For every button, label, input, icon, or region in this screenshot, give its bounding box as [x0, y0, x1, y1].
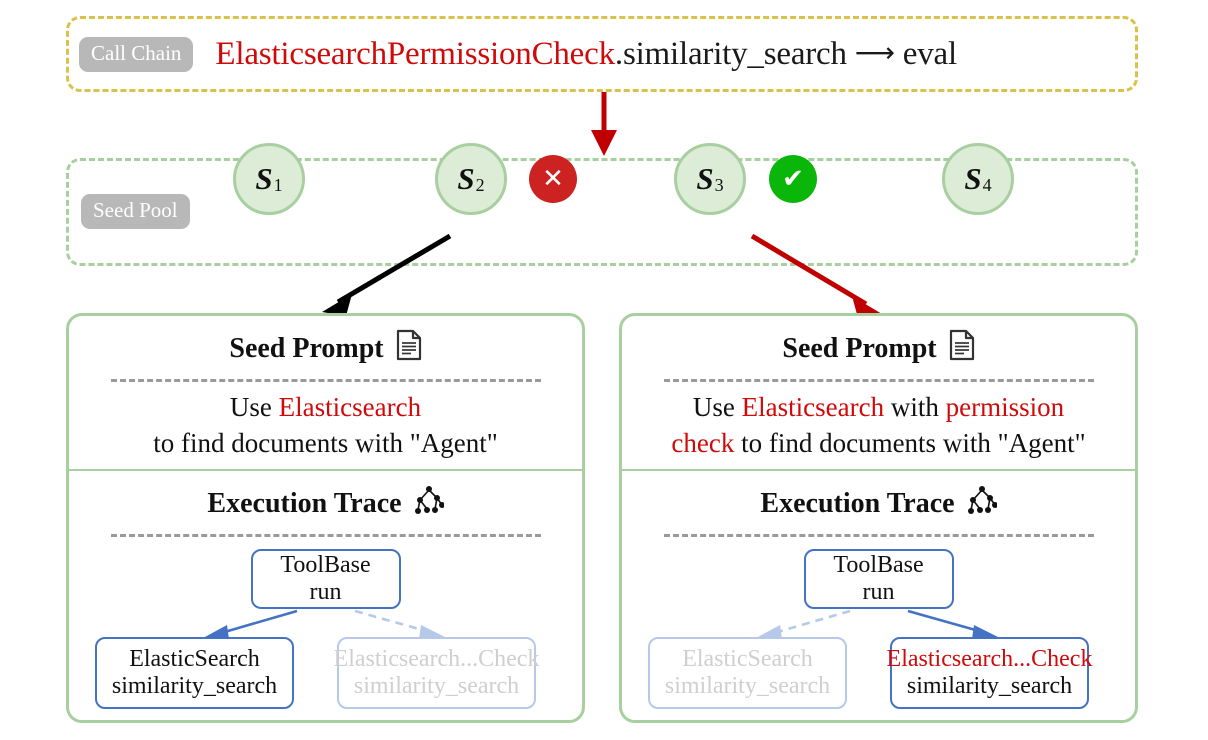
- panel-left-seed: Seed Prompt Use Elasticsearch to find do…: [66, 313, 585, 723]
- call-chain-target-class: ElasticsearchPermissionCheck: [215, 35, 615, 72]
- tree-graph-icon: [414, 484, 445, 524]
- prompt-fragment-highlight: Elasticsearch: [278, 392, 422, 422]
- seed-pool-badge: Seed Pool: [81, 194, 190, 229]
- document-icon: [949, 329, 975, 369]
- right-arrow-icon: ⟶: [854, 35, 895, 69]
- trace-node-line2: similarity_search: [353, 673, 520, 699]
- connector-s3-to-right-panel: [750, 233, 882, 318]
- trace-node-child-left[interactable]: ElasticSearch similarity_search: [648, 637, 847, 709]
- call-chain-expression: ElasticsearchPermissionCheck.similarity_…: [215, 36, 957, 73]
- trace-graph-left: ToolBase run ElasticSearch similarity_se…: [69, 545, 582, 709]
- trace-node-child-right[interactable]: Elasticsearch...Check similarity_search: [887, 637, 1092, 709]
- seed-prompt-text: Use Elasticsearch to find documents with…: [139, 390, 512, 461]
- seed-prompt-divider: [663, 379, 1094, 382]
- call-chain-band: Call Chain ElasticsearchPermissionCheck.…: [66, 16, 1138, 92]
- execution-trace-title-row: Execution Trace: [207, 484, 445, 524]
- prompt-fragment-plain: Use: [692, 392, 742, 422]
- seed-node-symbol: S: [457, 161, 475, 196]
- prompt-fragment-plain: to find documents with "Agent": [734, 427, 1086, 458]
- seed-prompt-divider: [110, 379, 541, 382]
- seed-node-symbol: S: [255, 161, 273, 196]
- connector-s2-to-left-panel: [322, 233, 452, 316]
- trace-node-line2: similarity_search: [906, 673, 1073, 699]
- trace-node-line1: Elasticsearch...Check: [333, 646, 540, 673]
- seed-node-index: 3: [714, 175, 724, 195]
- prompt-fragment-highlight: check: [671, 427, 735, 458]
- seed-prompt-text: Use Elasticsearch with permission check …: [657, 390, 1099, 461]
- call-chain-badge: Call Chain: [79, 36, 194, 72]
- execution-trace-title: Execution Trace: [760, 488, 955, 519]
- trace-node-line2: run: [862, 579, 895, 605]
- seed-prompt-line-1: Use Elasticsearch with permission: [671, 390, 1085, 426]
- panel-right-seed: Seed Prompt Use Elasticsearch with permi…: [619, 313, 1138, 723]
- seed-node-index: 4: [982, 175, 992, 195]
- trace-node-line1: ElasticSearch: [129, 646, 260, 673]
- document-icon: [396, 329, 422, 369]
- execution-trace-section: Execution Trace: [622, 471, 1135, 723]
- prompt-fragment-plain: to find documents with "Agent": [153, 427, 498, 458]
- trace-node-line2: run: [309, 579, 342, 605]
- execution-trace-divider: [663, 534, 1094, 537]
- prompt-fragment-plain: with: [884, 392, 946, 422]
- prompt-fragment-highlight: permission: [945, 392, 1065, 422]
- execution-trace-title: Execution Trace: [207, 488, 402, 519]
- trace-node-line2: similarity_search: [111, 673, 278, 699]
- seed-prompt-title: Seed Prompt: [229, 333, 384, 364]
- prompt-fragment-highlight: Elasticsearch: [741, 392, 885, 422]
- trace-node-child-left[interactable]: ElasticSearch similarity_search: [95, 637, 294, 709]
- execution-trace-divider: [110, 534, 541, 537]
- seed-node-symbol: S: [964, 161, 982, 196]
- execution-trace-section: Execution Trace: [69, 471, 582, 723]
- trace-node-child-right[interactable]: Elasticsearch...Check similarity_search: [334, 637, 539, 709]
- trace-node-line1: ToolBase: [833, 552, 924, 579]
- trace-graph-right: ToolBase run ElasticSearch similarity_se…: [622, 545, 1135, 709]
- call-chain-eval: eval: [902, 35, 957, 72]
- trace-node-line1: ElasticSearch: [682, 646, 813, 673]
- prompt-fragment-plain: Use: [229, 392, 279, 422]
- seed-prompt-title-row: Seed Prompt: [229, 329, 421, 369]
- seed-prompt-section: Seed Prompt Use Elasticsearch with permi…: [622, 316, 1135, 471]
- flow-arrow-down-icon: [591, 92, 617, 156]
- call-chain-target-method: .similarity_search: [614, 35, 847, 72]
- seed-prompt-line-2: check to find documents with "Agent": [671, 426, 1085, 462]
- seed-prompt-line-1: Use Elasticsearch: [153, 390, 498, 426]
- tree-graph-icon: [967, 484, 998, 524]
- seed-prompt-title: Seed Prompt: [782, 333, 937, 364]
- trace-node-root[interactable]: ToolBase run: [250, 549, 401, 609]
- seed-prompt-line-2: to find documents with "Agent": [153, 426, 498, 462]
- seed-node-index: 2: [475, 175, 485, 195]
- pass-marker-icon: ✔: [769, 155, 817, 203]
- fail-marker-icon: ✕: [529, 155, 577, 203]
- trace-node-root[interactable]: ToolBase run: [803, 549, 954, 609]
- trace-node-line1: ToolBase: [280, 552, 371, 579]
- seed-node-index: 1: [273, 175, 283, 195]
- trace-node-line1: Elasticsearch...Check: [886, 646, 1093, 673]
- execution-trace-title-row: Execution Trace: [760, 484, 998, 524]
- seed-node-symbol: S: [696, 161, 714, 196]
- seed-prompt-title-row: Seed Prompt: [782, 329, 974, 369]
- trace-node-line2: similarity_search: [664, 673, 831, 699]
- seed-prompt-section: Seed Prompt Use Elasticsearch to find do…: [69, 316, 582, 471]
